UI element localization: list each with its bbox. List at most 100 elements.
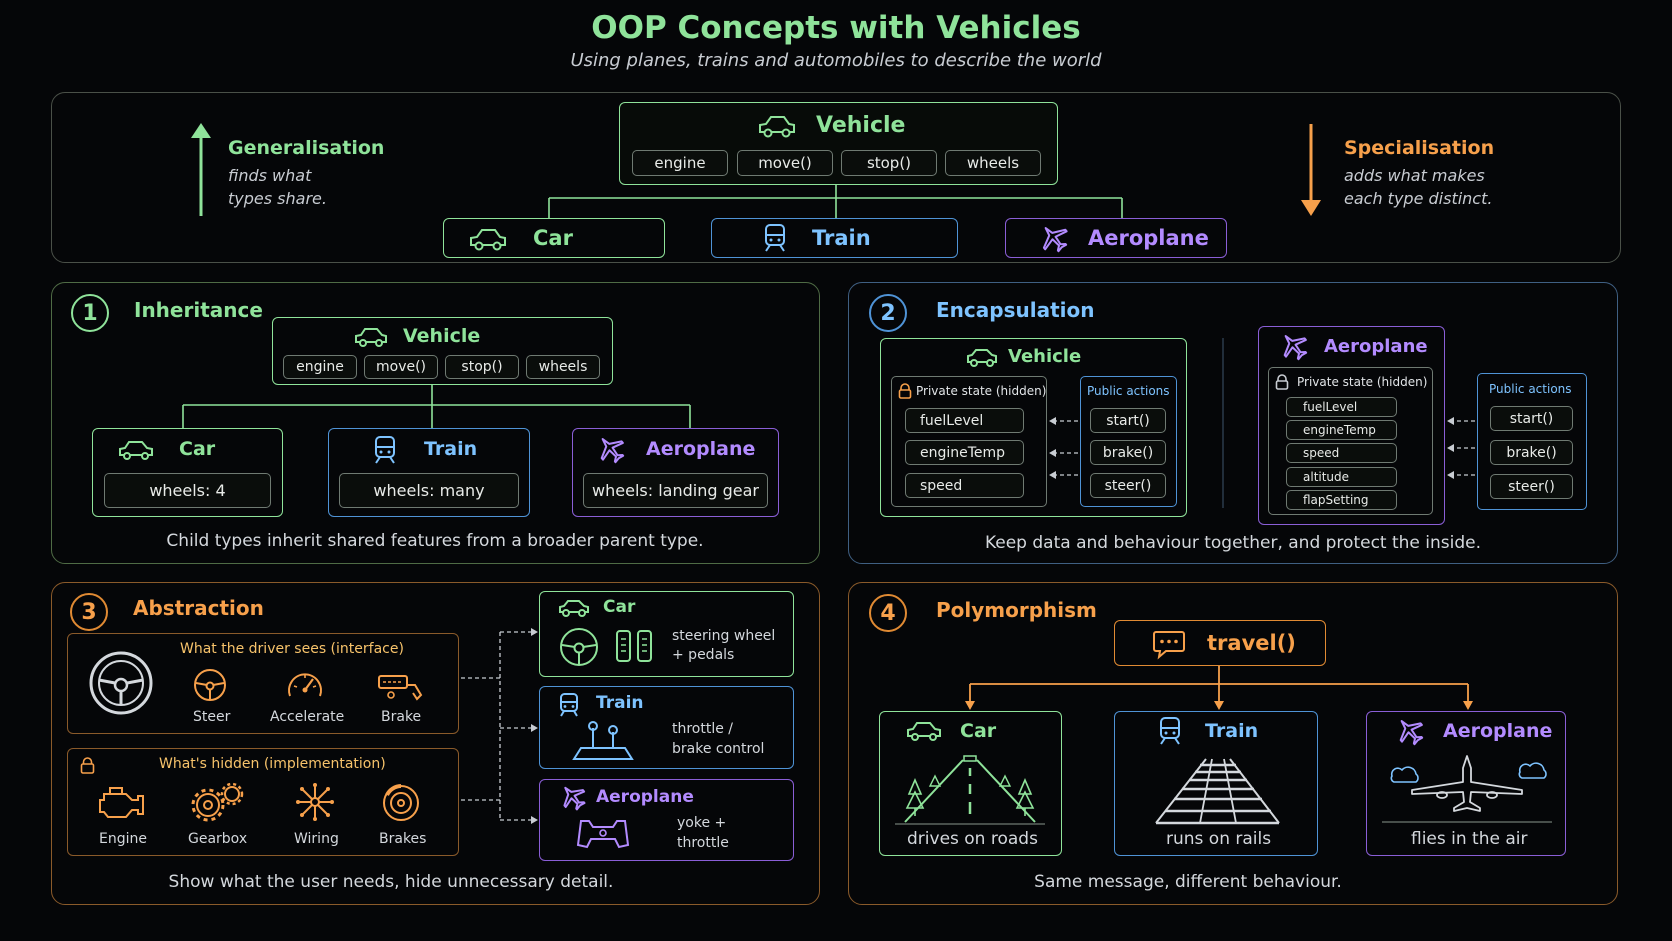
- car-control-line1: steering wheel: [672, 628, 776, 644]
- abstraction-caption: Show what the user needs, hide unnecessa…: [168, 872, 614, 892]
- inheritance-train-title: Train: [424, 438, 478, 460]
- polymorphism-title: Polymorphism: [936, 598, 1097, 622]
- aeroplane-public-label: Public actions: [1489, 382, 1572, 396]
- inheritance-aeroplane-wheels: wheels: landing gear: [583, 473, 768, 508]
- aeroplane-behaviour-title: Aeroplane: [1443, 720, 1553, 742]
- car-icon: [355, 328, 387, 347]
- car-icon: [759, 116, 795, 138]
- car-icon: [119, 441, 153, 460]
- wiring-icon: [296, 783, 334, 821]
- train-icon: [375, 436, 395, 464]
- road-illustration: [895, 755, 1045, 825]
- interface-item-label: Brake: [381, 709, 422, 725]
- aeroplane-icon: [563, 786, 586, 811]
- aeroplane-icon: [1042, 227, 1068, 253]
- implementation-box: [67, 748, 459, 856]
- train-behaviour-box: [1114, 711, 1318, 856]
- implementation-item-label: Brakes: [379, 831, 427, 847]
- overview-member-chip: wheels: [945, 150, 1041, 176]
- encapsulation-panel: [848, 282, 1618, 564]
- interface-box: [67, 633, 459, 734]
- vehicle-private-field: speed: [905, 473, 1024, 498]
- car-icon: [559, 600, 589, 617]
- inheritance-train-box: [328, 428, 530, 517]
- lock-icon: [898, 383, 912, 399]
- aeroplane-icon: [1283, 335, 1308, 361]
- inheritance-caption: Child types inherit shared features from…: [166, 531, 704, 551]
- polymorphism-panel: [848, 582, 1618, 905]
- aeroplane-private-field: speed: [1286, 443, 1397, 463]
- aeroplane-private-field: altitude: [1286, 467, 1397, 487]
- overview-car-box: [443, 218, 665, 258]
- page-subtitle: Using planes, trains and automobiles to …: [570, 50, 1102, 71]
- yoke-icon: [576, 820, 630, 849]
- aeroplane-private-state-box: [1268, 367, 1433, 515]
- inheritance-member-chip: stop(): [445, 355, 519, 379]
- accelerate-icon: [288, 673, 322, 697]
- overview-car-label: Car: [533, 226, 573, 250]
- pedals-icon: [616, 630, 652, 662]
- specialisation-arrow-icon: [1301, 124, 1321, 216]
- specialisation-title: Specialisation: [1344, 137, 1495, 159]
- steering-wheel-icon: [560, 628, 598, 666]
- inheritance-vehicle-title: Vehicle: [403, 325, 481, 347]
- aeroplane-icon: [600, 438, 625, 464]
- inheritance-car-box: [92, 428, 283, 517]
- aeroplane-in-sky-illustration: [1382, 755, 1552, 823]
- aeroplane-private-label: Private state (hidden): [1297, 375, 1428, 389]
- inheritance-aeroplane-box: [572, 428, 779, 517]
- polymorphism-caption: Same message, different behaviour.: [1034, 872, 1342, 892]
- train-control-box: [539, 686, 794, 769]
- vehicle-private-state-box: [891, 376, 1047, 507]
- implementation-item-label: Gearbox: [188, 831, 248, 847]
- brakes-icon: [383, 784, 419, 821]
- implementation-title: What's hidden (implementation): [159, 756, 386, 772]
- vehicle-public-actions-box: [1080, 376, 1177, 507]
- page-title: OOP Concepts with Vehicles: [591, 10, 1081, 46]
- engine-icon: [99, 787, 144, 818]
- train-behaviour-title: Train: [1205, 720, 1259, 742]
- aeroplane-private-field: engineTemp: [1286, 420, 1397, 440]
- car-control-line2: + pedals: [672, 647, 735, 663]
- car-icon: [470, 229, 506, 251]
- brake-pedal-icon: [378, 675, 423, 701]
- train-behaviour-text: runs on rails: [1166, 829, 1272, 849]
- aeroplane-public-action: start(): [1490, 406, 1573, 431]
- aeroplane-public-action: brake(): [1490, 440, 1573, 465]
- overview-aeroplane-label: Aeroplane: [1088, 226, 1209, 250]
- travel-message-box: [1114, 620, 1326, 666]
- vehicle-private-field: engineTemp: [905, 440, 1024, 465]
- train-icon: [765, 224, 785, 252]
- vehicle-private-field: fuelLevel: [905, 408, 1024, 433]
- generalisation-line1: finds what: [228, 166, 312, 185]
- encapsulation-title: Encapsulation: [936, 298, 1095, 322]
- overview-train-box: [711, 218, 958, 258]
- inheritance-title: Inheritance: [134, 298, 263, 322]
- lock-icon: [1275, 374, 1289, 390]
- inheritance-aeroplane-title: Aeroplane: [646, 438, 756, 460]
- lock-icon: [80, 757, 95, 774]
- train-control-title: Train: [596, 693, 644, 713]
- abstraction-panel: [51, 582, 820, 905]
- overview-member-chip: engine: [632, 150, 728, 176]
- generalisation-arrow-icon: [191, 123, 211, 216]
- aeroplane-behaviour-text: flies in the air: [1411, 829, 1528, 849]
- car-behaviour-text: drives on roads: [907, 829, 1038, 849]
- aeroplane-public-action: steer(): [1490, 474, 1573, 499]
- inheritance-member-chip: wheels: [526, 355, 600, 379]
- generalisation-title: Generalisation: [228, 137, 385, 159]
- steer-icon: [194, 669, 226, 701]
- aeroplane-control-line2: throttle: [677, 835, 729, 851]
- aeroplane-public-actions-box: [1477, 373, 1587, 510]
- car-icon: [967, 349, 997, 367]
- inheritance-vehicle-box: [272, 317, 613, 385]
- encapsulation-aeroplane-title: Aeroplane: [1324, 336, 1428, 357]
- vehicle-public-action: brake(): [1090, 440, 1166, 465]
- implementation-item-label: Wiring: [294, 831, 339, 847]
- implementation-item-label: Engine: [99, 831, 147, 847]
- aeroplane-icon: [1399, 720, 1424, 746]
